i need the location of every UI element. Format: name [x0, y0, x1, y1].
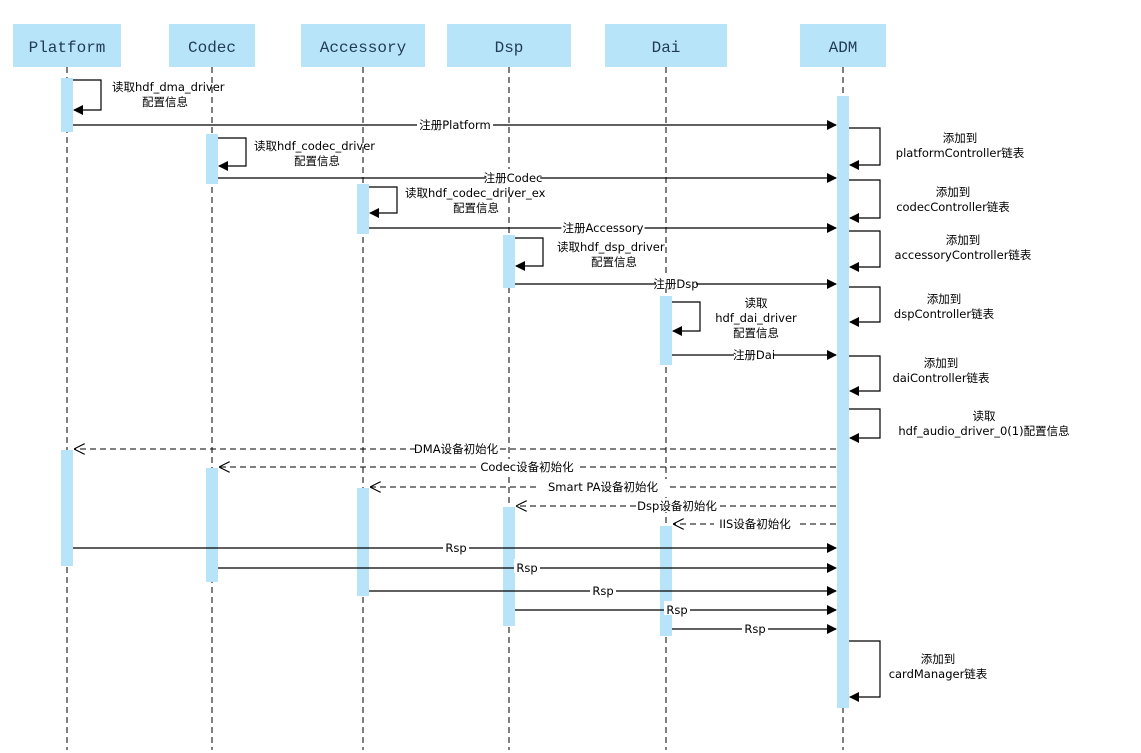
adm-note-2-0: 添加到	[946, 233, 981, 247]
self-call-label-dsp-1: 配置信息	[591, 255, 637, 269]
register-label-dsp: 注册Dsp	[653, 277, 698, 291]
participant-box-dai	[605, 24, 727, 67]
participant-label-codec: Codec	[188, 39, 236, 57]
rsp-label-bg-dai	[742, 620, 768, 634]
adm-self-arrow-6	[849, 640, 881, 702]
register-label-bg-codec	[485, 169, 541, 183]
activation-accessory-4	[357, 184, 369, 234]
adm-note-1-0: 添加到	[936, 185, 971, 199]
participant-box-platform	[13, 24, 121, 67]
init-label-dai: IIS设备初始化	[719, 517, 791, 531]
adm-note-4-0: 添加到	[924, 356, 959, 370]
init-label-bg-codec	[477, 459, 577, 473]
adm-note-3-1: dspController链表	[894, 307, 995, 321]
participant-label-accessory: Accessory	[320, 39, 407, 57]
self-call-label-platform-0: 读取hdf_dma_driver	[112, 80, 225, 94]
self-call-arrow-dsp	[515, 237, 544, 271]
adm-note-3-0: 添加到	[927, 292, 962, 306]
init-label-bg-dsp	[636, 498, 718, 512]
activation-accessory-5	[357, 488, 369, 596]
init-label-bg-platform	[415, 441, 497, 455]
activation-dsp-6	[503, 235, 515, 288]
adm-note-2-1: accessoryController链表	[895, 248, 1032, 262]
self-call-label-accessory-1: 配置信息	[453, 201, 499, 215]
self-call-label-codec-1: 配置信息	[294, 154, 340, 168]
rsp-label-accessory: Rsp	[592, 584, 613, 598]
self-call-arrow-codec	[218, 137, 247, 171]
rsp-label-platform: Rsp	[445, 541, 466, 555]
self-call-label-dai-2: 配置信息	[733, 326, 779, 340]
self-call-label-dai-1: hdf_dai_driver	[715, 311, 797, 325]
rsp-label-bg-codec	[514, 559, 540, 573]
register-label-dai: 注册Dai	[733, 348, 775, 362]
init-label-bg-dai	[714, 516, 796, 530]
activation-dai-8	[660, 296, 672, 365]
self-call-arrow-platform	[73, 79, 102, 115]
participant-label-platform: Platform	[29, 39, 106, 57]
activation-codec-3	[206, 468, 218, 582]
adm-note-5-0: 读取	[973, 409, 996, 423]
self-call-label-codec-0: 读取hdf_codec_driver	[254, 139, 375, 153]
rsp-label-bg-dsp	[664, 601, 690, 615]
register-label-bg-dsp	[656, 275, 696, 289]
rsp-label-bg-platform	[443, 539, 469, 553]
self-call-label-platform-1: 配置信息	[142, 95, 188, 109]
self-call-arrow-accessory	[369, 186, 398, 218]
rsp-label-codec: Rsp	[516, 561, 537, 575]
activation-codec-2	[206, 134, 218, 184]
adm-note-5-1: hdf_audio_driver_0(1)配置信息	[898, 424, 1069, 438]
self-call-label-dai-0: 读取	[745, 296, 768, 310]
self-call-label-accessory-0: 读取hdf_codec_driver_ex	[405, 186, 546, 200]
participant-box-dsp	[447, 24, 571, 67]
participant-label-adm: ADM	[829, 39, 858, 57]
init-label-bg-accessory	[539, 479, 667, 493]
register-label-bg-accessory	[561, 219, 645, 233]
register-label-bg-dai	[734, 346, 774, 360]
adm-note-1-1: codecController链表	[896, 200, 1010, 214]
adm-note-6-1: cardManager链表	[889, 667, 988, 681]
self-call-arrow-dai	[672, 301, 701, 336]
adm-self-arrow-3	[849, 286, 881, 327]
rsp-label-dai: Rsp	[744, 622, 765, 636]
adm-self-arrow-2	[849, 230, 881, 272]
rsp-label-dsp: Rsp	[666, 603, 687, 617]
init-label-platform: DMA设备初始化	[414, 442, 499, 456]
participant-box-accessory	[301, 24, 425, 67]
activation-adm-10	[837, 96, 849, 708]
adm-note-0-1: platformController链表	[896, 146, 1025, 160]
activation-platform-0	[61, 78, 73, 132]
adm-note-6-0: 添加到	[921, 652, 956, 666]
participant-label-dai: Dai	[652, 39, 681, 57]
init-label-accessory: Smart PA设备初始化	[548, 480, 659, 494]
adm-self-arrow-4	[849, 355, 881, 396]
init-label-codec: Codec设备初始化	[480, 460, 574, 474]
adm-note-4-1: daiController链表	[892, 371, 990, 385]
participant-label-dsp: Dsp	[495, 39, 524, 57]
init-label-dsp: Dsp设备初始化	[637, 499, 717, 513]
participant-box-adm	[800, 24, 886, 67]
register-label-accessory: 注册Accessory	[563, 221, 644, 235]
register-label-platform: 注册Platform	[419, 118, 491, 132]
register-label-bg-platform	[417, 116, 493, 130]
adm-self-arrow-5	[849, 408, 881, 443]
activation-dai-9	[660, 526, 672, 636]
activation-dsp-7	[503, 507, 515, 626]
register-label-codec: 注册Codec	[484, 171, 543, 185]
adm-self-arrow-0	[849, 127, 881, 170]
adm-self-arrow-1	[849, 179, 881, 223]
activation-platform-1	[61, 450, 73, 566]
participant-box-codec	[169, 24, 255, 67]
self-call-label-dsp-0: 读取hdf_dsp_driver	[557, 240, 665, 254]
rsp-label-bg-accessory	[590, 582, 616, 596]
adm-note-0-0: 添加到	[943, 131, 978, 145]
